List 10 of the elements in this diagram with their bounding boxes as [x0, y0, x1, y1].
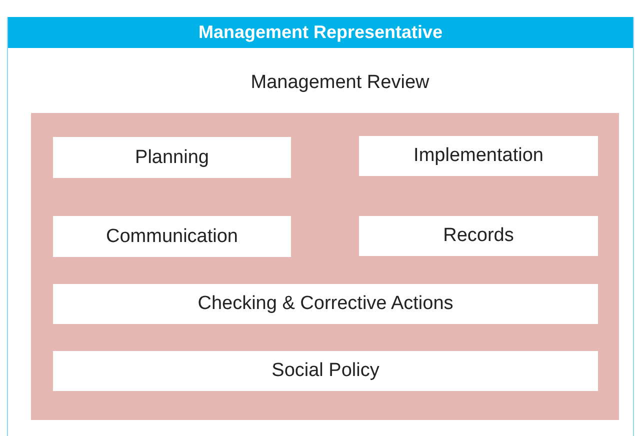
text-box: Planning [53, 137, 291, 178]
text-box: Records [359, 216, 598, 256]
text-box: Communication [53, 216, 291, 257]
text-box: Checking & Corrective Actions [53, 284, 598, 324]
panel-background [31, 113, 619, 420]
text-box: Social Policy [53, 351, 598, 391]
frame-border [7, 17, 634, 436]
heading: Management Review [250, 72, 430, 94]
text-box: Implementation [359, 136, 598, 176]
header-band: Management Representative [8, 17, 633, 48]
